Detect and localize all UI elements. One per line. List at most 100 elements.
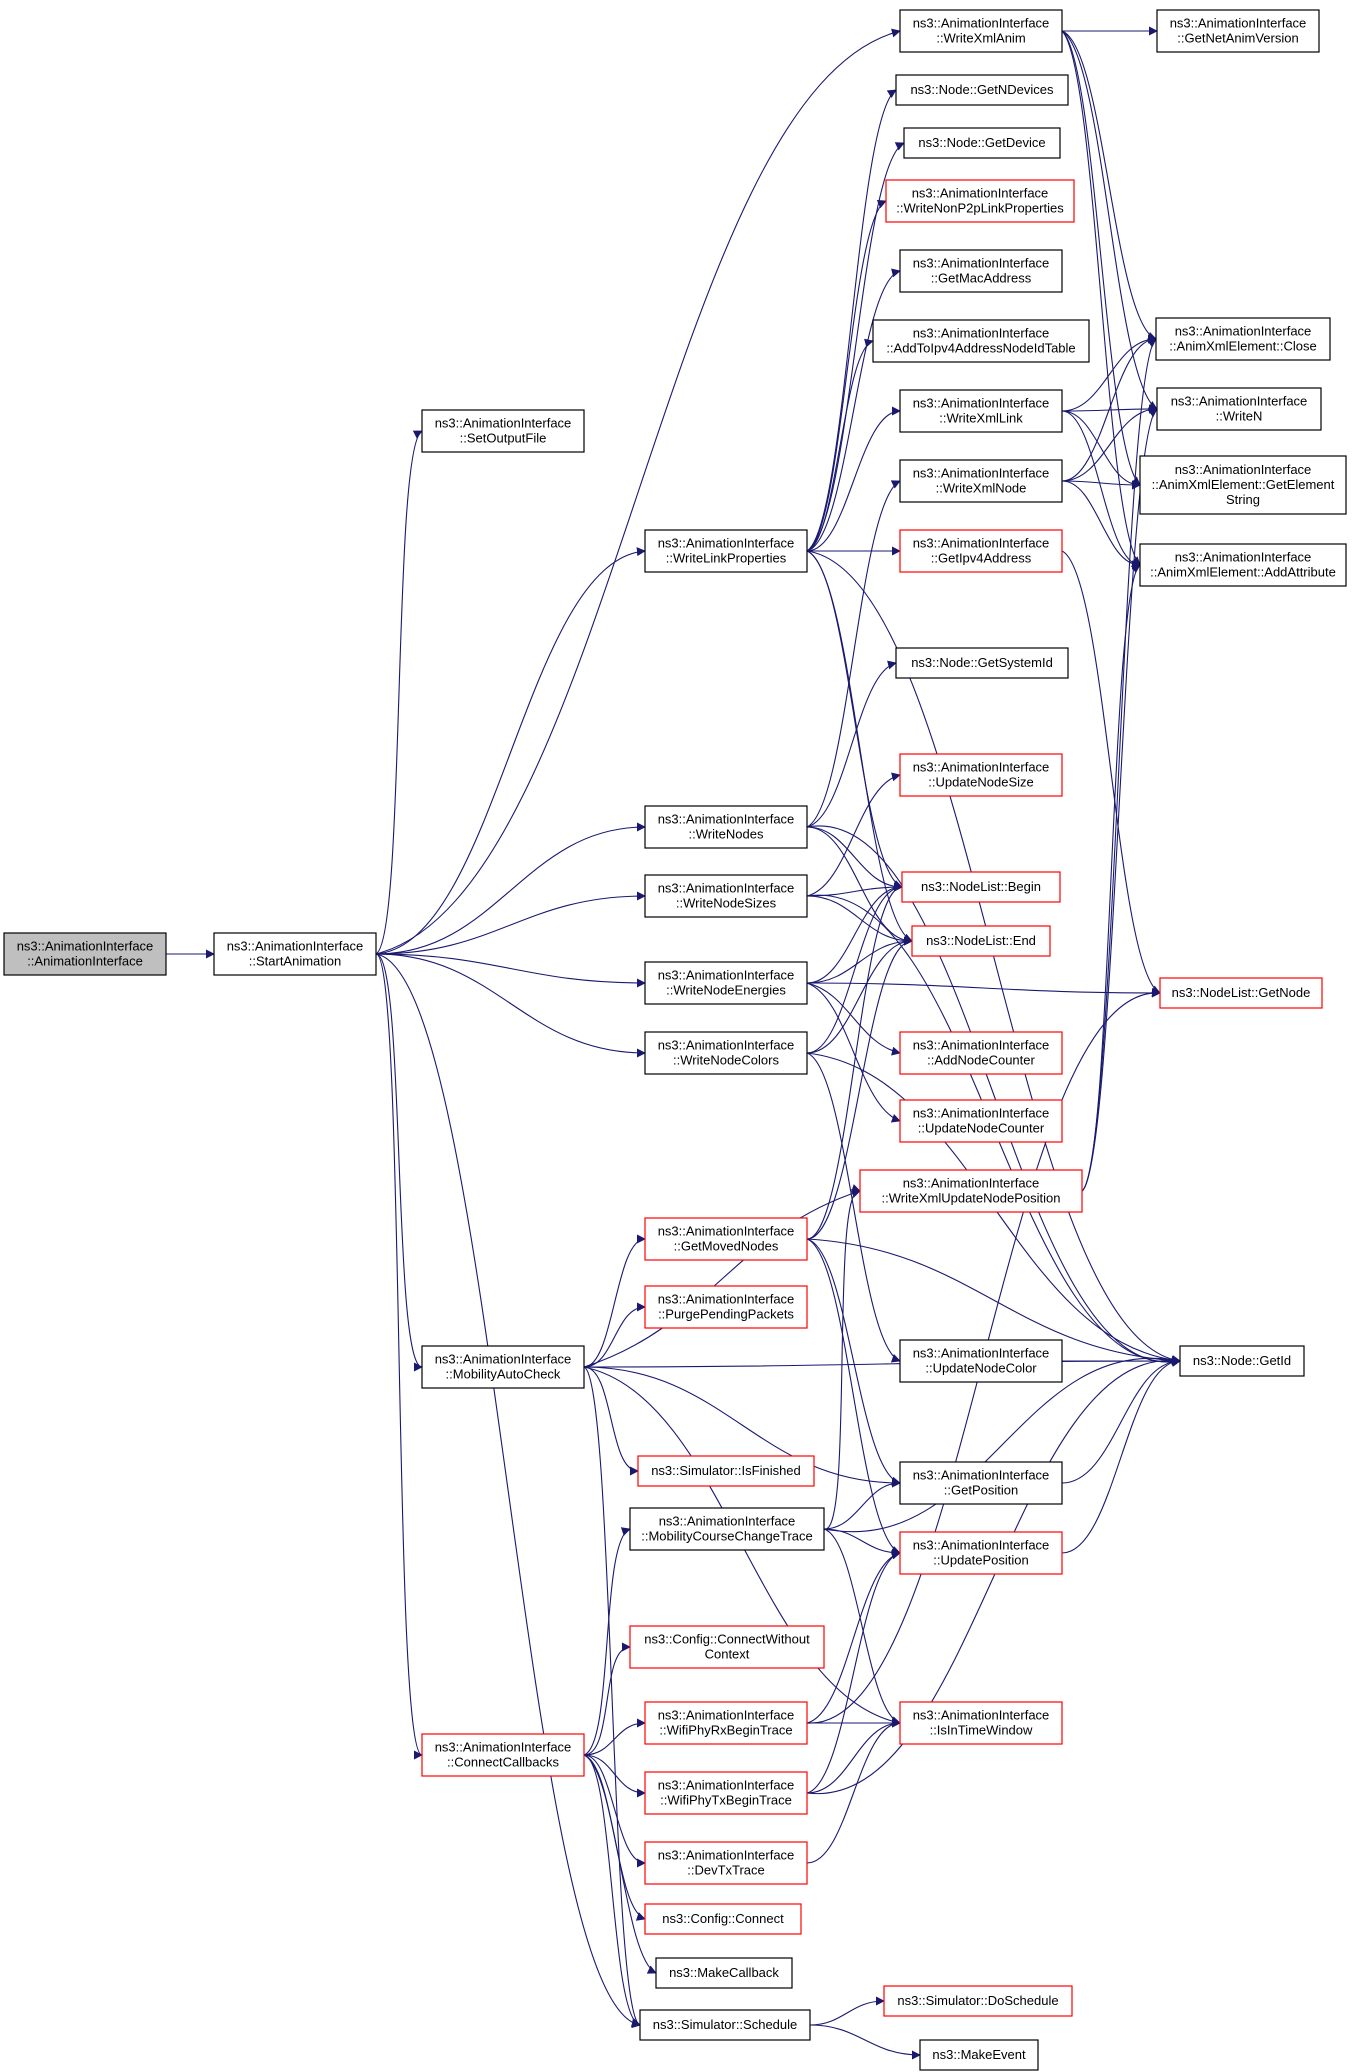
edge-mcct-to-wxunp xyxy=(823,1184,861,1530)
node-upos[interactable]: ns3::AnimationInterface::UpdatePosition xyxy=(899,1531,1063,1575)
node-ppp[interactable]: ns3::AnimationInterface::PurgePendingPac… xyxy=(644,1285,808,1329)
node-dosch[interactable]: ns3::Simulator::DoSchedule xyxy=(883,1985,1073,2017)
node-wxl[interactable]: ns3::AnimationInterface::WriteXmlLink xyxy=(899,389,1063,433)
node-wne[interactable]: ns3::AnimationInterface::WriteNodeEnergi… xyxy=(644,961,808,1005)
edge-wne-to-begin xyxy=(806,882,903,984)
node-begin[interactable]: ns3::NodeList::Begin xyxy=(901,871,1061,903)
node-wn[interactable]: ns3::AnimationInterface::WriteN xyxy=(1156,387,1322,431)
edge-wnc-to-end xyxy=(806,936,913,1054)
edge-cc-to-mcct xyxy=(583,1527,631,1756)
node-wns[interactable]: ns3::AnimationInterface::WriteNodeSizes xyxy=(644,874,808,918)
node-end[interactable]: ns3::NodeList::End xyxy=(911,925,1051,957)
node-box xyxy=(899,459,1063,503)
node-box xyxy=(629,1625,825,1669)
node-label-line: ns3::AnimationInterface xyxy=(658,536,795,551)
node-label-line: ::WriteLinkProperties xyxy=(666,551,787,566)
node-label-line: ns3::AnimationInterface xyxy=(913,256,1050,271)
node-gnd[interactable]: ns3::Node::GetNDevices xyxy=(895,74,1069,106)
node-wnc[interactable]: ns3::AnimationInterface::WriteNodeColors xyxy=(644,1031,808,1075)
node-box xyxy=(919,2039,1039,2071)
node-dtx[interactable]: ns3::AnimationInterface::DevTxTrace xyxy=(644,1841,808,1885)
node-box xyxy=(644,1701,808,1745)
node-label-line: ns3::AnimationInterface xyxy=(435,416,572,431)
node-unc[interactable]: ns3::AnimationInterface::UpdateNodeCount… xyxy=(899,1099,1063,1143)
node-wnodes[interactable]: ns3::AnimationInterface::WriteNodes xyxy=(644,805,808,849)
node-root[interactable]: ns3::AnimationInterface::AnimationInterf… xyxy=(3,932,167,976)
node-wlp[interactable]: ns3::AnimationInterface::WriteLinkProper… xyxy=(644,529,808,573)
node-box xyxy=(911,925,1051,957)
node-cconn[interactable]: ns3::Config::Connect xyxy=(644,1903,802,1935)
node-mcb[interactable]: ns3::MakeCallback xyxy=(655,1957,793,1989)
node-label-line: ns3::AnimationInterface xyxy=(913,1038,1050,1053)
node-box xyxy=(899,1531,1063,1575)
node-ges[interactable]: ns3::AnimationInterface::AnimXmlElement:… xyxy=(1139,455,1347,515)
edge-wptx-to-getid xyxy=(806,1355,1181,1794)
node-isfin[interactable]: ns3::Simulator::IsFinished xyxy=(637,1455,815,1487)
node-setout[interactable]: ns3::AnimationInterface::SetOutputFile xyxy=(421,409,585,453)
node-wptx[interactable]: ns3::AnimationInterface::WifiPhyTxBeginT… xyxy=(644,1771,808,1815)
node-cc[interactable]: ns3::AnimationInterface::ConnectCallback… xyxy=(421,1733,585,1777)
node-anc[interactable]: ns3::AnimationInterface::AddNodeCounter xyxy=(899,1031,1063,1075)
node-label-line: ns3::AnimationInterface xyxy=(435,1352,572,1367)
node-wxunp[interactable]: ns3::AnimationInterface::WriteXmlUpdateN… xyxy=(859,1169,1083,1213)
node-label-line: String xyxy=(1226,492,1260,507)
node-gpos[interactable]: ns3::AnimationInterface::GetPosition xyxy=(899,1461,1063,1505)
node-label-line: ns3::AnimationInterface xyxy=(913,1708,1050,1723)
node-wprx[interactable]: ns3::AnimationInterface::WifiPhyRxBeginT… xyxy=(644,1701,808,1745)
node-label-line: ::AddNodeCounter xyxy=(927,1053,1035,1068)
node-label-line: ns3::AnimationInterface xyxy=(658,1292,795,1307)
node-wnp2p[interactable]: ns3::AnimationInterface::WriteNonP2pLink… xyxy=(885,179,1075,223)
node-gdev[interactable]: ns3::Node::GetDevice xyxy=(903,127,1061,159)
node-gnode[interactable]: ns3::NodeList::GetNode xyxy=(1159,977,1323,1009)
node-label-line: ::AnimXmlElement::Close xyxy=(1169,339,1316,354)
node-sched[interactable]: ns3::Simulator::Schedule xyxy=(639,2009,811,2041)
node-label-line: ns3::AnimationInterface xyxy=(913,536,1050,551)
node-wxn[interactable]: ns3::AnimationInterface::WriteXmlNode xyxy=(899,459,1063,503)
edge-wne-to-unc xyxy=(806,982,901,1123)
node-label-line: ns3::AnimationInterface xyxy=(913,326,1050,341)
node-gip[interactable]: ns3::AnimationInterface::GetIpv4Address xyxy=(899,529,1063,573)
node-wxa[interactable]: ns3::AnimationInterface::WriteXmlAnim xyxy=(899,9,1063,53)
node-start[interactable]: ns3::AnimationInterface::StartAnimation xyxy=(213,932,377,976)
node-label-line: ns3::AnimationInterface xyxy=(435,1740,572,1755)
edge-wnodes-to-end xyxy=(806,826,913,946)
node-gsys[interactable]: ns3::Node::GetSystemId xyxy=(895,647,1069,679)
node-box xyxy=(644,1217,808,1261)
edge-sched-to-mev xyxy=(809,2024,921,2060)
node-box xyxy=(899,9,1063,53)
node-label-line: ns3::AnimationInterface xyxy=(912,186,1049,201)
node-aattr[interactable]: ns3::AnimationInterface::AnimXmlElement:… xyxy=(1139,543,1347,587)
node-label-line: ::GetMovedNodes xyxy=(674,1239,779,1254)
node-uns[interactable]: ns3::AnimationInterface::UpdateNodeSize xyxy=(899,753,1063,797)
node-label-line: ::GetPosition xyxy=(944,1483,1018,1498)
node-unco[interactable]: ns3::AnimationInterface::UpdateNodeColor xyxy=(899,1339,1063,1383)
node-label-line: ns3::NodeList::GetNode xyxy=(1172,985,1311,1000)
node-close[interactable]: ns3::AnimationInterface::AnimXmlElement:… xyxy=(1155,317,1331,361)
edge-wlp-to-gmac xyxy=(806,268,901,552)
edge-mac-to-sched xyxy=(583,1366,641,2027)
node-aipv4[interactable]: ns3::AnimationInterface::AddToIpv4Addres… xyxy=(872,319,1090,363)
node-label-line: ns3::Node::GetId xyxy=(1193,1353,1291,1368)
node-label-line: ns3::MakeCallback xyxy=(669,1965,779,1980)
node-mac[interactable]: ns3::AnimationInterface::MobilityAutoChe… xyxy=(421,1345,585,1389)
node-label-line: ::GetMacAddress xyxy=(931,271,1032,286)
node-mev[interactable]: ns3::MakeEvent xyxy=(919,2039,1039,2071)
node-gmac[interactable]: ns3::AnimationInterface::GetMacAddress xyxy=(899,249,1063,293)
node-itw[interactable]: ns3::AnimationInterface::IsInTimeWindow xyxy=(899,1701,1063,1745)
node-box xyxy=(1139,455,1347,515)
node-getid[interactable]: ns3::Node::GetId xyxy=(1179,1345,1305,1377)
node-label-line: Context xyxy=(705,1647,750,1662)
node-label-line: ::StartAnimation xyxy=(249,954,342,969)
node-label-line: ns3::AnimationInterface xyxy=(913,1468,1050,1483)
edge-start-to-wnc xyxy=(375,953,646,1058)
node-label-line: ns3::AnimationInterface xyxy=(658,881,795,896)
edge-wnc-to-begin xyxy=(806,882,903,1054)
edge-mcct-to-itw xyxy=(823,1528,901,1726)
node-label-line: ::ConnectCallbacks xyxy=(447,1755,559,1770)
node-gmn[interactable]: ns3::AnimationInterface::GetMovedNodes xyxy=(644,1217,808,1261)
node-mcct[interactable]: ns3::AnimationInterface::MobilityCourseC… xyxy=(629,1507,825,1551)
node-gnav[interactable]: ns3::AnimationInterface::GetNetAnimVersi… xyxy=(1156,9,1320,53)
node-label-line: ::UpdateNodeCounter xyxy=(918,1121,1045,1136)
node-box xyxy=(899,529,1063,573)
